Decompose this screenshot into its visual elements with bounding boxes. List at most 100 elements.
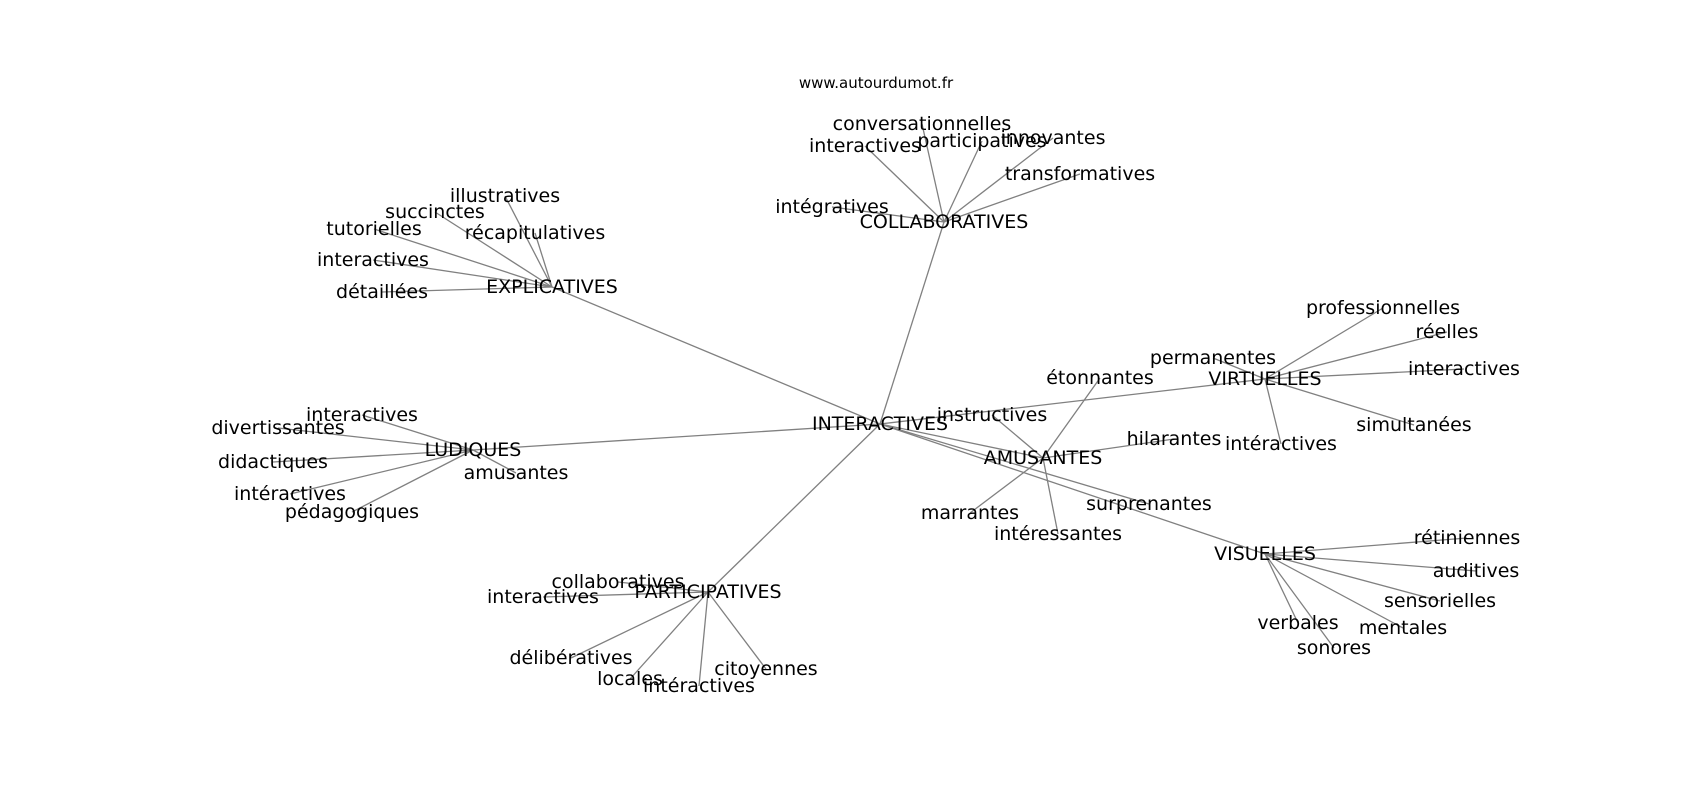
node-leaf-virtuelles-professionnelles: professionnelles bbox=[1306, 297, 1460, 319]
node-leaf-virtuelles-interactives: interactives bbox=[1408, 358, 1520, 380]
node-leaf-virtuelles-permanentes: permanentes bbox=[1150, 347, 1276, 369]
edge-collaboratives-transformatives bbox=[943, 173, 1081, 223]
node-leaf-explicatives-tutorielles: tutorielles bbox=[326, 218, 422, 240]
edge-visuelles-retiniennes bbox=[1264, 537, 1468, 555]
edge-explicatives-recapitulatives bbox=[534, 232, 553, 288]
node-hub-participatives: PARTICIPATIVES bbox=[634, 581, 781, 603]
node-leaf-amusantes-instructives: instructives bbox=[937, 404, 1048, 426]
node-leaf-amusantes-marrantes: marrantes bbox=[921, 502, 1019, 524]
node-hub-collaboratives: COLLABORATIVES bbox=[860, 211, 1029, 233]
edge-root-explicatives bbox=[551, 286, 881, 425]
edge-virtuelles-interactives bbox=[1264, 378, 1282, 445]
node-leaf-participatives-deliberatives: délibératives bbox=[509, 647, 632, 669]
edge-amusantes-hilarantes bbox=[1042, 438, 1175, 459]
edge-root-amusantes bbox=[879, 423, 1044, 459]
node-leaf-virtuelles-simultanees: simultanées bbox=[1356, 414, 1471, 436]
edge-collaboratives-interactives bbox=[864, 145, 945, 223]
credit-text: www.autourdumot.fr bbox=[799, 74, 954, 92]
node-leaf-amusantes-etonnantes: étonnantes bbox=[1046, 367, 1154, 389]
edge-ludiques-amusantes bbox=[472, 449, 517, 474]
edge-ludiques-interactives bbox=[361, 414, 474, 451]
node-leaf-participatives-interactives: interactives bbox=[487, 586, 599, 608]
node-leaf-collaboratives-interactives: interactives bbox=[809, 135, 921, 157]
edge-amusantes-etonnantes bbox=[1042, 377, 1101, 459]
node-leaf-amusantes-hilarantes: hilarantes bbox=[1127, 428, 1222, 450]
edge-root-visuelles bbox=[879, 423, 1266, 555]
edge-collaboratives-innovantes bbox=[943, 137, 1054, 223]
node-leaf-ludiques-pedagogiques: pédagogiques bbox=[285, 501, 419, 523]
node-leaf-visuelles-sonores: sonores bbox=[1297, 637, 1371, 659]
edge-root-collaboratives bbox=[879, 221, 945, 425]
edge-participatives-citoyennes bbox=[707, 591, 767, 670]
edge-root-surprenantes bbox=[879, 423, 1150, 505]
edge-virtuelles-professionnelles bbox=[1264, 307, 1384, 380]
edge-explicatives-succinctes bbox=[434, 211, 553, 288]
node-leaf-participatives-collaboratives: collaboratives bbox=[552, 571, 685, 593]
edge-visuelles-sonores bbox=[1264, 553, 1335, 649]
edges-layer bbox=[272, 123, 1477, 687]
node-leaf-visuelles-verbales: verbales bbox=[1257, 612, 1338, 634]
edge-participatives-deliberatives bbox=[570, 591, 709, 659]
edge-visuelles-verbales bbox=[1264, 553, 1299, 624]
node-leaf-visuelles-sensorielles: sensorielles bbox=[1384, 590, 1496, 612]
node-leaf-ludiques-didactiques: didactiques bbox=[218, 451, 328, 473]
node-leaf-collaboratives-integratives: intégratives bbox=[775, 196, 889, 218]
node-leaf-virtuelles-reelles: réelles bbox=[1416, 321, 1479, 343]
edge-collaboratives-conversationnelles bbox=[921, 123, 945, 223]
edge-visuelles-mentales bbox=[1264, 553, 1404, 629]
edge-root-participatives bbox=[707, 423, 881, 593]
node-leaf-explicatives-recapitulatives: récapitulatives bbox=[465, 222, 606, 244]
node-hub-virtuelles: VIRTUELLES bbox=[1208, 368, 1321, 390]
edge-virtuelles-reelles bbox=[1264, 331, 1448, 380]
node-leaf-collaboratives-transformatives: transformatives bbox=[1005, 163, 1155, 185]
edge-explicatives-detaillees bbox=[381, 286, 553, 293]
node-leaf-explicatives-illustratives: illustratives bbox=[450, 185, 560, 207]
node-leaf-visuelles-auditives: auditives bbox=[1433, 560, 1520, 582]
edge-root-ludiques bbox=[472, 423, 881, 451]
edge-amusantes-marrantes bbox=[969, 457, 1044, 514]
edge-participatives-interactives bbox=[698, 591, 709, 687]
node-leaf-visuelles-mentales: mentales bbox=[1359, 617, 1447, 639]
edge-visuelles-auditives bbox=[1264, 553, 1477, 572]
edge-collaboratives-integratives bbox=[831, 206, 945, 223]
node-hub-amusantes: AMUSANTES bbox=[984, 447, 1103, 469]
edge-visuelles-sensorielles bbox=[1264, 553, 1441, 602]
edge-explicatives-interactives bbox=[372, 259, 553, 288]
edge-amusantes-instructives bbox=[991, 414, 1044, 459]
edge-participatives-locales bbox=[629, 591, 709, 680]
node-leaf-collaboratives-innovantes: innovantes bbox=[1001, 127, 1106, 149]
node-leaf-explicatives-interactives: interactives bbox=[317, 249, 429, 271]
edge-amusantes-interessantes bbox=[1042, 457, 1059, 535]
node-leaf-root-surprenantes: surprenantes bbox=[1086, 493, 1212, 515]
node-leaf-participatives-citoyennes: citoyennes bbox=[714, 658, 817, 680]
node-hub-visuelles: VISUELLES bbox=[1214, 543, 1316, 565]
node-hub-explicatives: EXPLICATIVES bbox=[486, 276, 618, 298]
node-leaf-visuelles-retiniennes: rétiniennes bbox=[1414, 527, 1521, 549]
edge-explicatives-tutorielles bbox=[373, 228, 553, 288]
edge-participatives-interactives bbox=[542, 591, 709, 598]
edge-ludiques-interactives bbox=[289, 449, 474, 495]
edge-ludiques-pedagogiques bbox=[351, 449, 474, 513]
node-leaf-participatives-locales: locales bbox=[597, 668, 663, 690]
edge-virtuelles-interactives bbox=[1264, 368, 1465, 380]
edge-participatives-collaboratives bbox=[617, 581, 709, 593]
node-leaf-ludiques-divertissantes: divertissantes bbox=[211, 417, 344, 439]
node-root-interactives: INTERACTIVES bbox=[812, 413, 948, 435]
edge-virtuelles-simultanees bbox=[1264, 378, 1415, 426]
node-hub-ludiques: LUDIQUES bbox=[425, 439, 522, 461]
node-leaf-ludiques-amusantes: amusantes bbox=[464, 462, 569, 484]
node-leaf-participatives-interactives: intéractives bbox=[643, 675, 755, 697]
edge-ludiques-didactiques bbox=[272, 449, 474, 463]
edge-collaboratives-participatives bbox=[943, 140, 983, 223]
node-leaf-ludiques-interactives: interactives bbox=[306, 404, 418, 426]
labels-layer: INTERACTIVESCOLLABORATIVESconversationne… bbox=[211, 113, 1520, 697]
edge-root-virtuelles bbox=[879, 378, 1266, 425]
node-leaf-amusantes-interessantes: intéressantes bbox=[994, 523, 1122, 545]
node-leaf-explicatives-detaillees: détaillées bbox=[336, 281, 428, 303]
node-leaf-collaboratives-participatives: participatives bbox=[917, 130, 1046, 152]
edge-virtuelles-permanentes bbox=[1212, 357, 1266, 380]
node-leaf-explicatives-succinctes: succinctes bbox=[385, 201, 485, 223]
node-leaf-ludiques-interactives: intéractives bbox=[234, 483, 346, 505]
edge-ludiques-divertissantes bbox=[277, 427, 474, 451]
